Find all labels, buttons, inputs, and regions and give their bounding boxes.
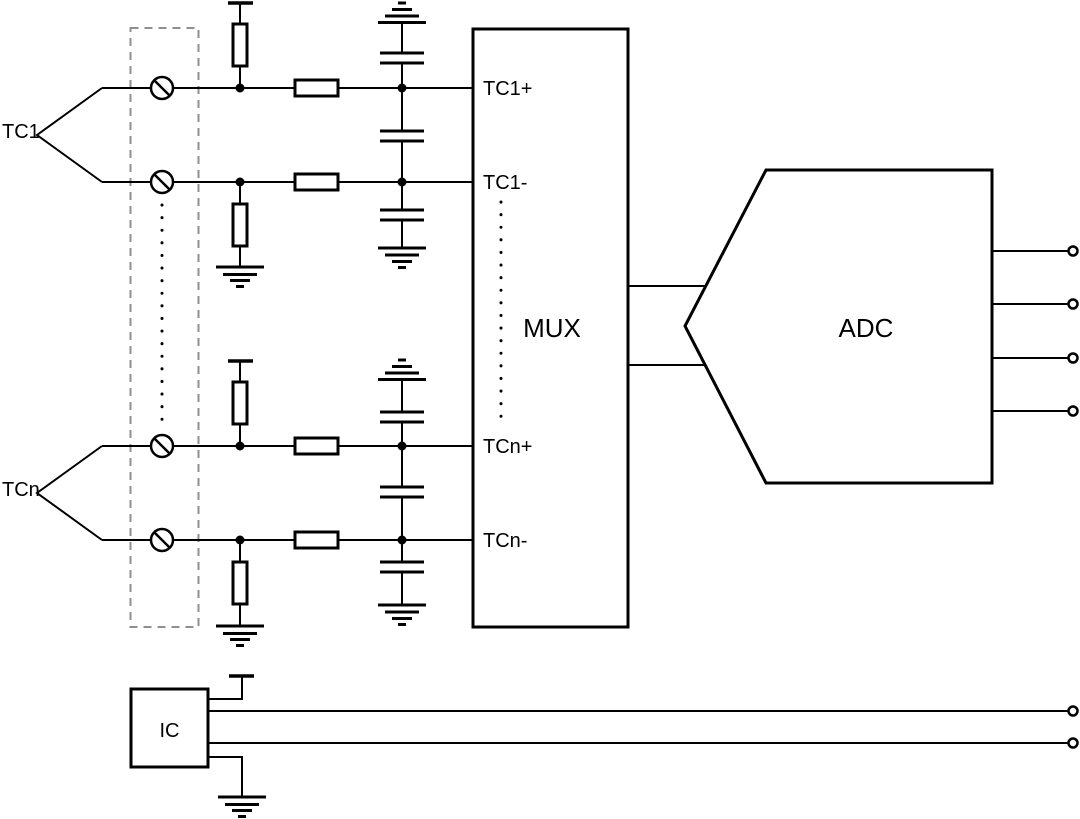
thermocouple-junction (35, 87, 103, 183)
junction-dot (397, 441, 407, 451)
output-terminal (1067, 245, 1079, 257)
ground-icon (378, 603, 426, 626)
ground-icon (216, 624, 264, 647)
connector-pin-icon (149, 433, 175, 459)
ic-label: IC (160, 720, 180, 742)
junction-dot (397, 535, 407, 545)
filter-capacitors-tcn (378, 358, 426, 626)
tcn-label: TCn (2, 479, 40, 501)
output-terminal (1067, 737, 1079, 749)
thermocouple-tc1: TC1 (2, 87, 103, 183)
output-terminal (1067, 352, 1079, 364)
connector-pin-icon (149, 169, 175, 195)
chassis-ground-up-icon (378, 1, 426, 24)
resistor (293, 436, 340, 456)
junction-dot (397, 83, 407, 93)
capacitor (380, 485, 424, 499)
ground-icon (216, 265, 264, 288)
wire (208, 756, 243, 797)
chassis-ground-up-icon (378, 358, 426, 381)
ic-box (129, 687, 210, 769)
resistor (231, 380, 249, 426)
resistor (293, 78, 340, 98)
series-resistors (293, 78, 340, 550)
junction-dot (235, 177, 245, 187)
ground-icon (218, 795, 266, 818)
pulldown-resistor-tc1-minus (216, 182, 264, 288)
capacitor (380, 410, 424, 424)
signal-wires (102, 87, 473, 541)
mux-pin-label-tcn-plus: TCn+ (483, 436, 532, 458)
wire (208, 676, 243, 700)
adc-label: ADC (839, 313, 894, 343)
mux-label: MUX (523, 313, 581, 343)
connector-pins (149, 75, 175, 553)
connector-pin-icon (149, 527, 175, 553)
output-terminal (1067, 298, 1079, 310)
capacitor (380, 560, 424, 574)
capacitor (380, 208, 424, 222)
junction-dot (235, 83, 245, 93)
mux-box (471, 27, 630, 629)
resistor (293, 530, 340, 550)
thermocouple-tcn: TCn (2, 445, 103, 541)
thermocouple-junction (35, 445, 103, 541)
mux-adc-wires (628, 285, 706, 366)
bias-resistor-tc1-plus (228, 1, 253, 88)
adc-shape (683, 168, 994, 485)
capacitor (380, 129, 424, 143)
resistor (231, 22, 249, 68)
filter-capacitors-tc1 (378, 1, 426, 269)
mux-pin-label-tc1-minus: TC1- (483, 172, 527, 194)
junction-dot (397, 177, 407, 187)
output-terminal (1067, 705, 1079, 717)
resistor (293, 172, 340, 192)
adc-block: ADC (683, 168, 994, 485)
mux-pin-label-tc1-plus: TC1+ (483, 78, 532, 100)
connector-dashed-box (129, 27, 200, 628)
resistor (231, 560, 249, 606)
connector-pin-icon (149, 75, 175, 101)
tc1-label: TC1 (2, 121, 40, 143)
dashed-boundary (129, 27, 200, 628)
bias-resistor-tcn-plus (228, 359, 253, 446)
mux-pin-label-tcn-minus: TCn- (483, 530, 527, 552)
resistor (231, 202, 249, 248)
pulldown-resistor-tcn-minus (216, 540, 264, 647)
junction-dots (235, 83, 407, 545)
junction-dot (235, 535, 245, 545)
adc-outputs (992, 245, 1079, 417)
mux-block: TC1+ TC1- TCn+ TCn- MUX (471, 27, 630, 629)
capacitor (380, 51, 424, 65)
junction-dot (235, 441, 245, 451)
ground-icon (378, 246, 426, 269)
ic-block: IC (129, 674, 1079, 818)
output-terminal (1067, 405, 1079, 417)
